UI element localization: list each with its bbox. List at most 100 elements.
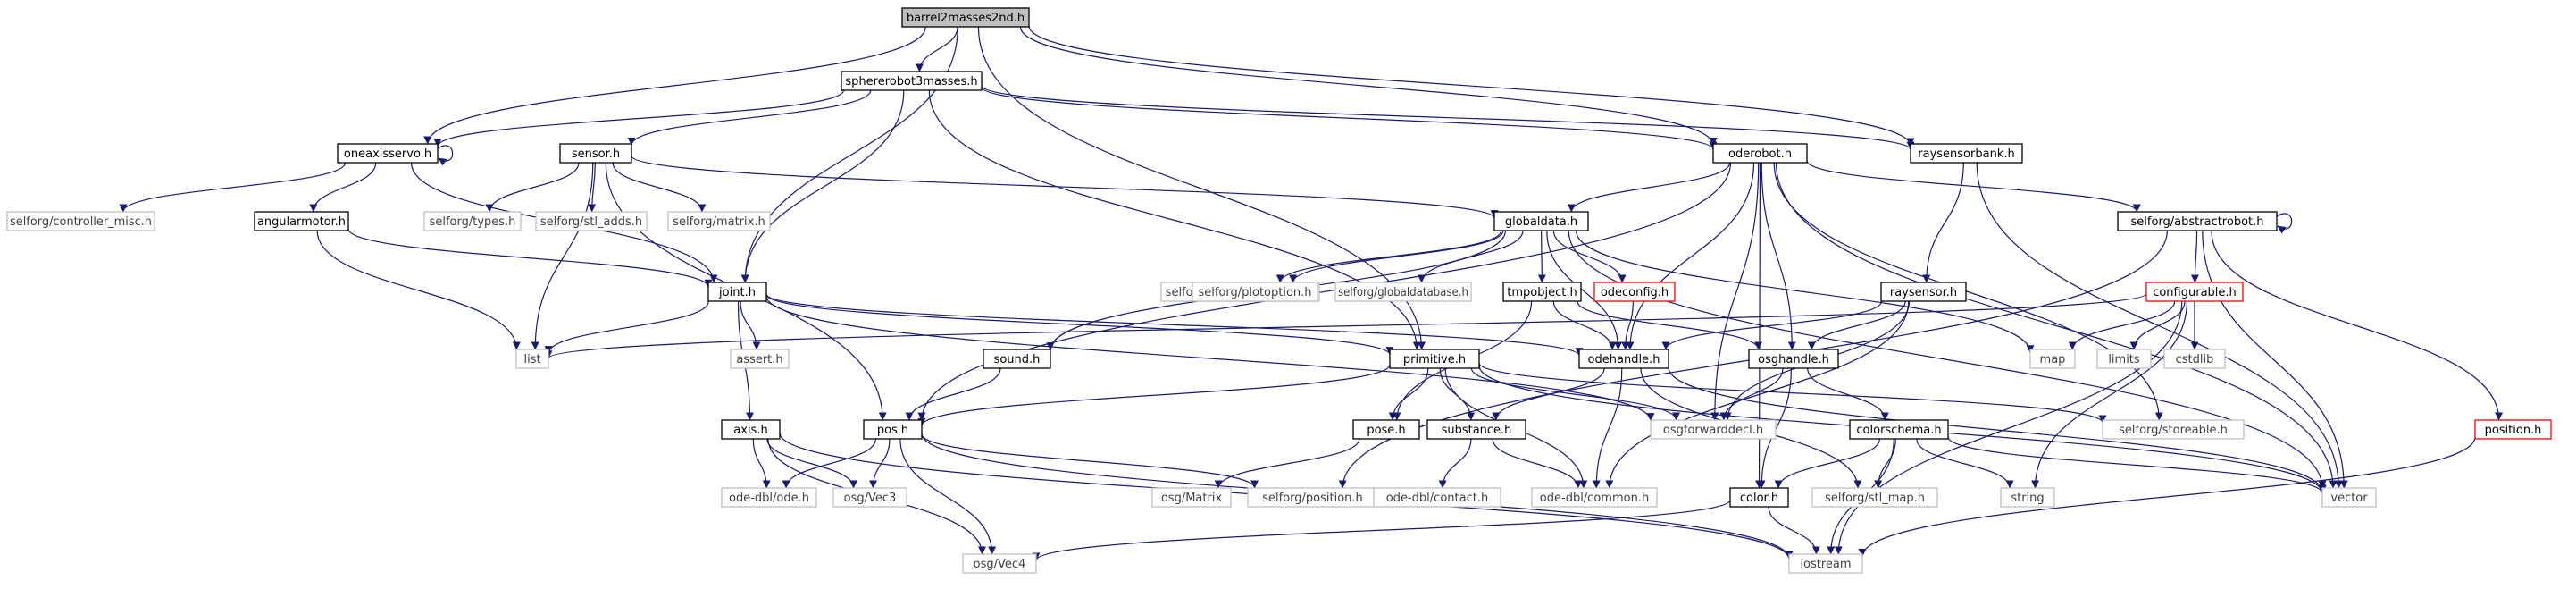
node-label-odeconfig: odeconfig.h	[1601, 286, 1669, 299]
node-barrel2masses2nd[interactable]: barrel2masses2nd.h	[901, 7, 1030, 28]
node-box-globaldata	[1493, 211, 1589, 231]
node-globaldata[interactable]: globaldata.h	[1493, 211, 1589, 231]
node-osghandle[interactable]: osghandle.h	[1748, 349, 1839, 369]
edge-axis-to-odedbl_ode	[752, 438, 771, 489]
node-oneaxisservo[interactable]: oneaxisservo.h	[337, 143, 439, 164]
node-odedbl_ode: ode-dbl/ode.h	[721, 487, 817, 508]
edge-sound-to-pos	[905, 367, 1001, 421]
node-joint[interactable]: joint.h	[707, 282, 767, 302]
node-selforg_position: selforg/position.h	[1247, 487, 1378, 508]
node-box-joint	[707, 282, 767, 302]
node-configurable[interactable]: configurable.h	[2145, 282, 2244, 302]
node-box-raysensor	[1880, 282, 1967, 302]
edge-osghandle-to-colorschema	[1807, 367, 1889, 421]
edge-oneaxisservo-to-controller_misc	[119, 162, 347, 213]
node-label-selforg_position: selforg/position.h	[1262, 492, 1363, 505]
edge-oderobot-to-globaldata	[1567, 162, 1731, 213]
edge-globaldata-to-globaldatabase	[1418, 230, 1524, 283]
node-box-iostream	[1788, 553, 1863, 574]
edge-barrel2masses2nd-to-oderobot	[1019, 26, 1718, 146]
node-sphererobot3masses[interactable]: sphererobot3masses.h	[841, 71, 983, 91]
node-label-barrel2masses2nd: barrel2masses2nd.h	[907, 12, 1025, 25]
node-substance[interactable]: substance.h	[1426, 419, 1526, 440]
node-label-pose: pose.h	[1367, 424, 1405, 437]
node-label-configurable: configurable.h	[2153, 286, 2237, 299]
edge-axis-to-osg_vec3	[766, 438, 858, 489]
edge-color-to-osg_vec4	[1032, 499, 1731, 561]
node-box-color	[1729, 487, 1789, 508]
edge-oneaxisservo-to-oneaxisservo	[437, 145, 454, 166]
edge-pos-to-odedbl_ode	[782, 438, 876, 489]
node-box-globaldatabase	[1334, 282, 1472, 302]
node-pose[interactable]: pose.h	[1352, 419, 1420, 440]
edge-sensor-to-types	[485, 162, 580, 213]
node-label-osg_vec4: osg/Vec4	[974, 558, 1026, 571]
node-label-raysensorbank: raysensorbank.h	[1918, 147, 2014, 161]
node-label-iostream: iostream	[1800, 558, 1851, 571]
node-oderobot[interactable]: oderobot.h	[1712, 143, 1808, 164]
node-box-pos	[863, 419, 923, 440]
node-map: map	[2029, 349, 2076, 369]
node-color[interactable]: color.h	[1729, 487, 1789, 508]
edge-configurable-to-list	[544, 293, 2147, 359]
node-label-stl_map: selforg/stl_map.h	[1825, 492, 1925, 505]
node-position[interactable]: position.h	[2474, 419, 2552, 440]
node-label-types: selforg/types.h	[430, 215, 516, 229]
node-label-tmpobject: tmpobject.h	[1507, 286, 1577, 299]
edge-colorschema-to-string	[1916, 438, 2014, 489]
node-list: list	[515, 349, 549, 369]
node-label-colorschema: colorschema.h	[1856, 424, 1941, 437]
node-raysensorbank[interactable]: raysensorbank.h	[1910, 143, 2023, 164]
node-box-stl_adds	[535, 211, 648, 231]
edge-joint-to-osgforwarddecl	[765, 296, 1655, 422]
node-osg_vec4: osg/Vec4	[962, 553, 1037, 574]
node-odehandle[interactable]: odehandle.h	[1578, 349, 1669, 369]
node-tmpobject[interactable]: tmpobject.h	[1502, 282, 1582, 302]
node-label-map: map	[2040, 353, 2066, 366]
edge-primitive-to-storeable	[1478, 363, 2107, 424]
edge-globaldata-to-odeconfig	[1552, 230, 1627, 283]
node-box-axis	[721, 419, 781, 440]
edge-joint-to-odehandle	[765, 293, 1584, 357]
edge-abstractrobot-to-vector	[2202, 230, 2348, 489]
node-label-vector: vector	[2330, 492, 2368, 505]
edge-barrel2masses2nd-to-joint	[740, 26, 958, 283]
edge-primitive-to-osgforwarddecl	[1470, 367, 1680, 421]
node-box-odeconfig	[1593, 282, 1676, 302]
nodes-layer: barrel2masses2nd.h sphererobot3masses.h on…	[6, 7, 2552, 574]
node-box-barrel2masses2nd	[901, 7, 1030, 28]
edge-colorschema-to-color	[1774, 438, 1880, 489]
node-sensor[interactable]: sensor.h	[559, 143, 632, 164]
node-label-plotoption: selforg/plotoption.h	[1198, 286, 1311, 299]
edge-odehandle-to-substance	[1492, 367, 1605, 421]
node-primitive[interactable]: primitive.h	[1389, 349, 1480, 369]
edge-barrel2masses2nd-to-raysensorbank	[1028, 26, 1915, 147]
edge-primitive-to-pos	[917, 364, 1391, 426]
node-odedbl_common: ode-dbl/common.h	[1531, 487, 1658, 508]
node-pos[interactable]: pos.h	[863, 419, 923, 440]
edge-raysensor-to-osghandle	[1807, 300, 1906, 350]
edge-oderobot-to-pos	[917, 162, 1732, 421]
edge-tmpobject-to-osghandle	[1577, 300, 1763, 350]
node-box-colorschema	[1849, 419, 1949, 440]
node-axis[interactable]: axis.h	[721, 419, 781, 440]
node-colorschema[interactable]: colorschema.h	[1849, 419, 1949, 440]
edge-joint-to-assert	[740, 300, 761, 350]
node-sound[interactable]: sound.h	[983, 349, 1051, 369]
node-angularmotor[interactable]: angularmotor.h	[254, 211, 349, 231]
node-types: selforg/types.h	[423, 211, 522, 231]
node-box-tmpobject	[1502, 282, 1582, 302]
node-label-oderobot: oderobot.h	[1728, 147, 1792, 161]
node-label-odedbl_common: ode-dbl/common.h	[1540, 492, 1649, 505]
node-label-sphererobot3masses: sphererobot3masses.h	[845, 75, 977, 88]
edge-raysensorbank-to-vector	[1976, 162, 2343, 489]
node-globaldatabase: selforg/globaldatabase.h	[1334, 282, 1472, 302]
node-raysensor[interactable]: raysensor.h	[1880, 282, 1967, 302]
node-odeconfig[interactable]: odeconfig.h	[1593, 282, 1676, 302]
edge-osghandle-to-osgforwarddecl	[1719, 367, 1784, 421]
edge-configurable-to-string	[2031, 300, 2188, 489]
node-abstractrobot[interactable]: selforg/abstractrobot.h	[2117, 211, 2278, 231]
edge-pose-to-osg_matrix	[1214, 438, 1360, 489]
edge-globaldata-to-odehandle	[1546, 230, 1623, 350]
node-limits: limits	[2096, 349, 2152, 369]
